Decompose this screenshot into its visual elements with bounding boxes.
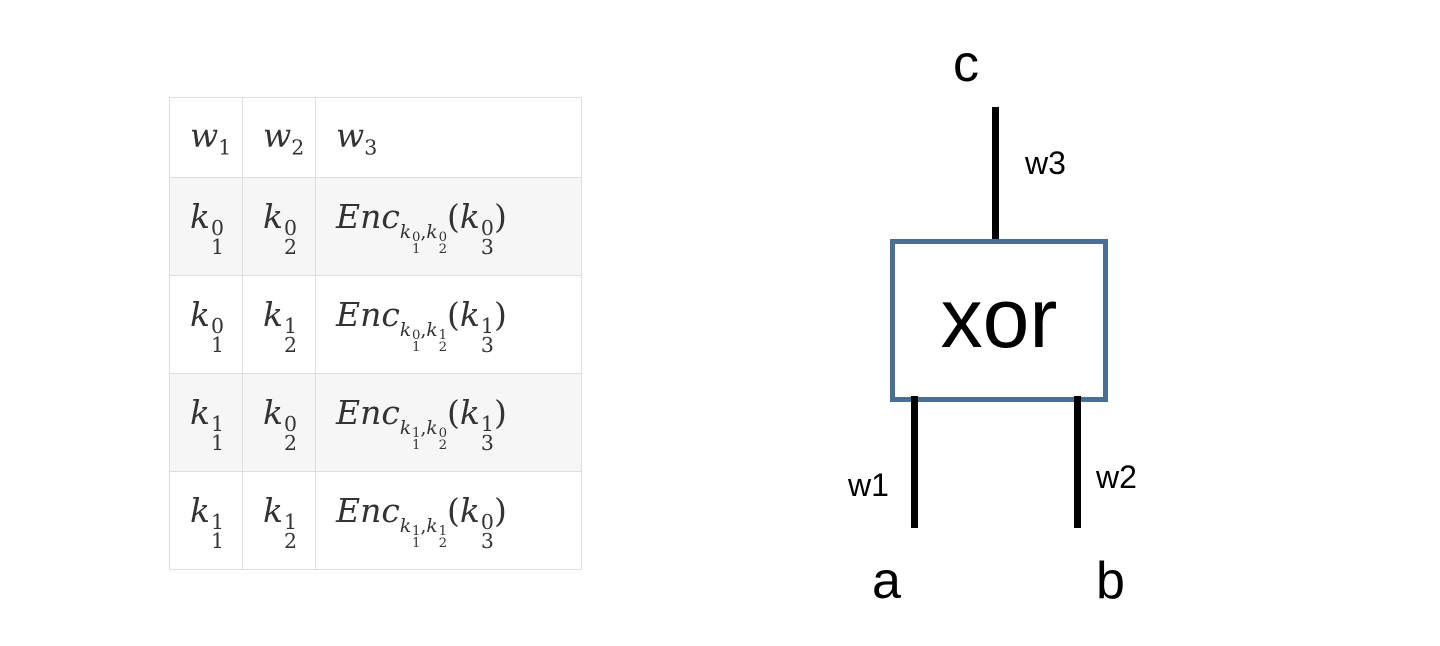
wire-label-w3: w3 — [1025, 145, 1066, 181]
input-node-b: b — [1096, 552, 1125, 610]
xor-gate-box: xor — [890, 239, 1108, 402]
header-w3: w3 — [315, 97, 582, 178]
gate-label: xor — [940, 270, 1058, 365]
input-wire-left-line — [911, 396, 918, 528]
wire-label-w2: w2 — [1096, 459, 1137, 495]
output-node-c: c — [953, 35, 979, 93]
output-wire-line — [992, 107, 999, 240]
input-node-a: a — [872, 552, 901, 610]
table-header-row: w1 w2 w3 — [169, 97, 582, 178]
xor-gate-diagram: c w3 xor w1 w2 a b — [820, 20, 1220, 630]
wire-label-w1: w1 — [848, 467, 889, 503]
input-wire-right-line — [1074, 396, 1081, 528]
header-w2: w2 — [242, 97, 316, 178]
header-w1: w1 — [169, 97, 243, 178]
